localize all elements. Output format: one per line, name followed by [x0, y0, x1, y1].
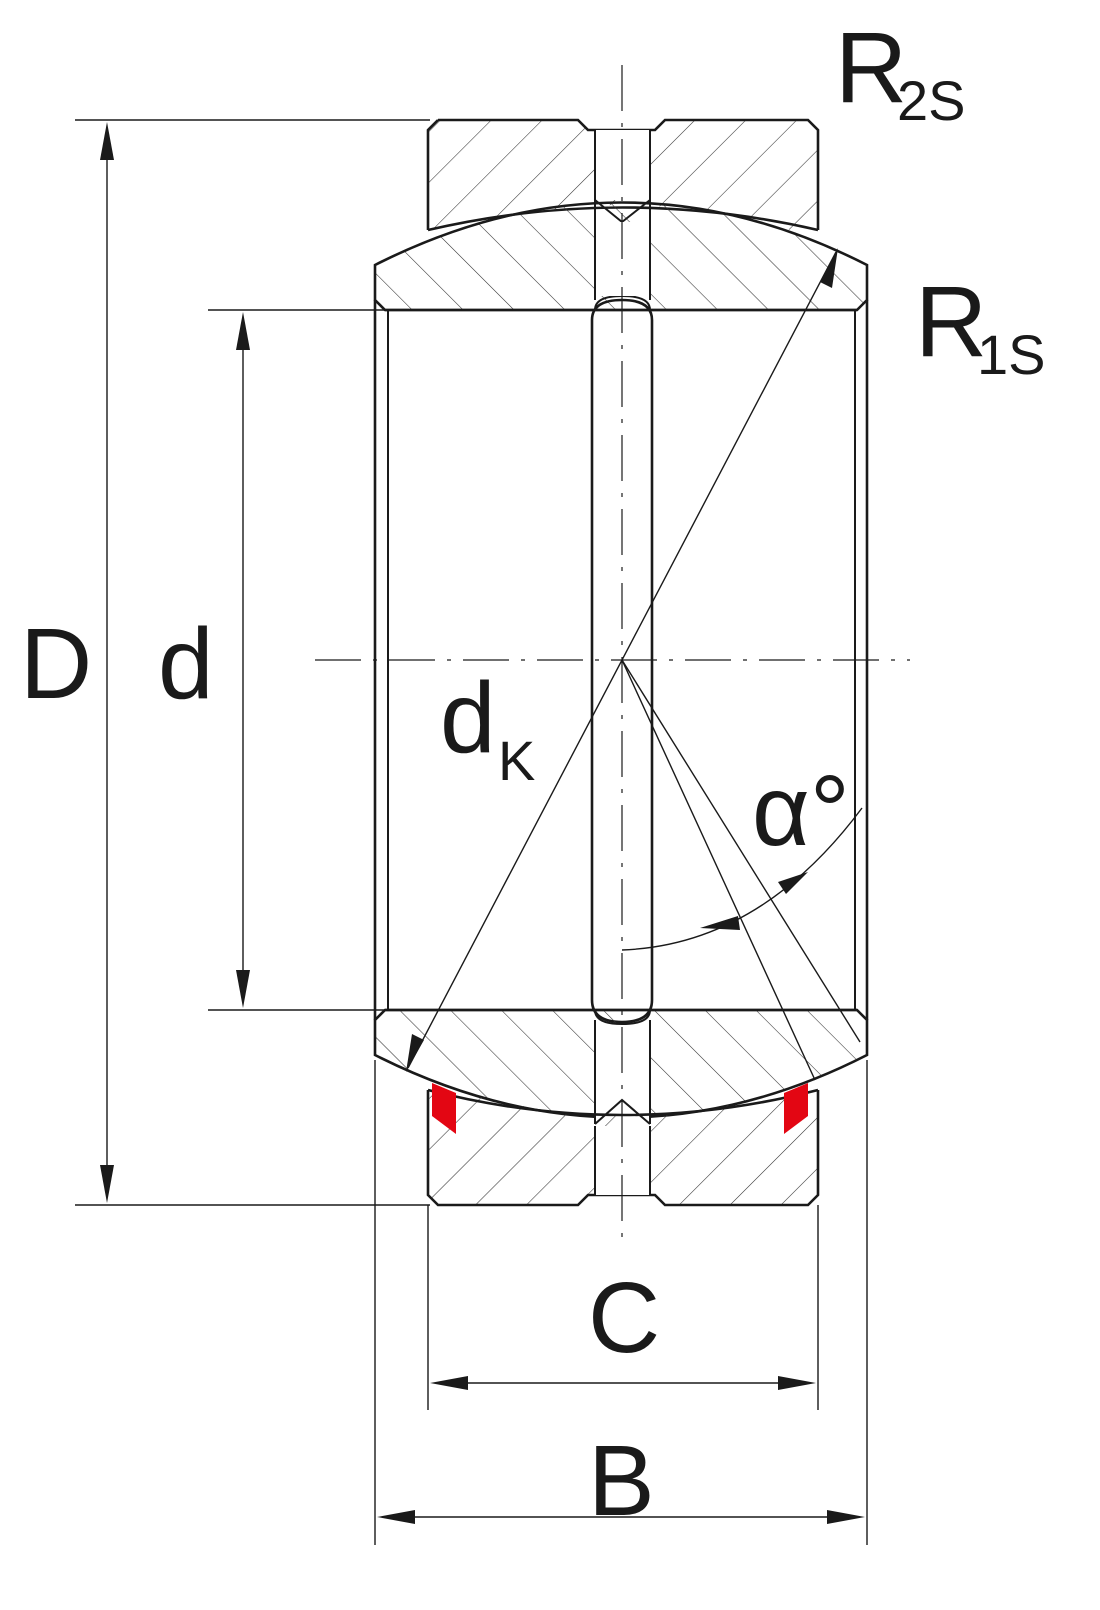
label-C: C [588, 1262, 660, 1374]
label-R1s: R [915, 266, 987, 378]
angle-alpha [621, 659, 863, 1081]
label-D: D [20, 608, 92, 720]
dimension-C [427, 1205, 819, 1410]
dimension-D [75, 119, 430, 1206]
label-R2s: R [835, 12, 907, 124]
seal-left [432, 1083, 456, 1134]
label-alpha: α° [752, 755, 850, 867]
seal-right [784, 1083, 808, 1134]
label-B: B [588, 1425, 655, 1537]
label-R1s-subscript: 1S [977, 323, 1046, 386]
label-R2s-subscript: 2S [897, 69, 966, 132]
dimension-d [208, 309, 385, 1011]
dimension-B [374, 1060, 868, 1545]
label-dk-subscript: K [498, 729, 535, 792]
center-lines [315, 65, 910, 1245]
label-dk: d [440, 662, 496, 774]
label-d: d [158, 608, 214, 720]
